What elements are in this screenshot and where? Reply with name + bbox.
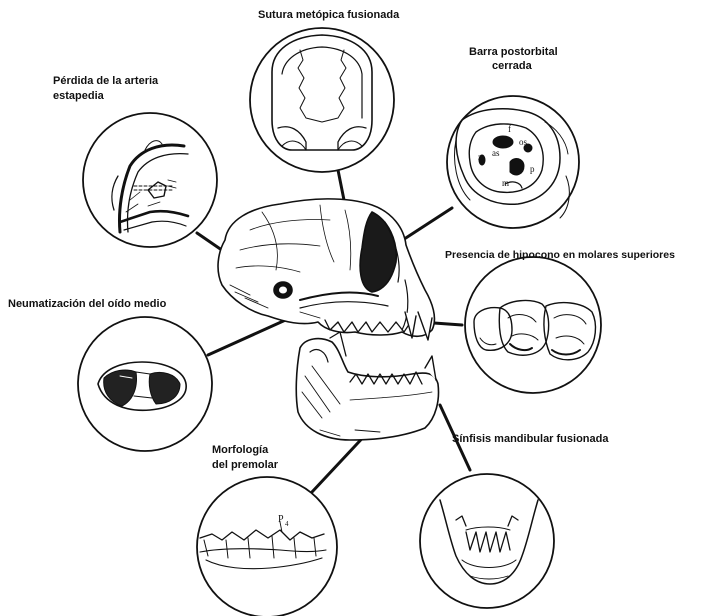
orbit-letter-z: z [478,152,482,162]
mandibular-symphysis-detail [420,474,554,608]
orbit-letter-as: as [492,148,500,158]
orbit-letter-os: os [519,137,528,147]
label-hypocone: Presencia de hipocono en molares superio… [445,249,675,262]
hypocone-molars-detail [465,257,601,393]
label-symphysis: Sínfisis mandibular fusionada [452,433,608,446]
mandible-illustration [296,332,438,440]
premolar-detail [197,477,337,616]
label-premolar-line2: del premolar [212,459,278,472]
metopic-suture-detail [250,28,394,172]
orbit-letter-p: p [530,164,535,174]
label-metopic-suture: Sutura metópica fusionada [258,9,399,22]
postorbital-bar-detail [447,96,579,228]
label-stapedial-line1: Pérdida de la arteria [53,75,158,88]
label-premolar-line1: Morfología [212,444,268,457]
label-stapedial-line2: estapedia [53,90,104,103]
orbit-letter-m: m [502,178,509,188]
premolar-tag-sub: 4 [285,520,289,528]
stapedial-artery-detail [83,113,217,247]
skull-illustration [218,199,434,340]
label-middle-ear: Neumatización del oído medio [8,298,166,311]
orbit-letter-f: f [508,124,511,134]
premolar-tag: P [278,514,284,525]
label-postorbital-bar-line1: Barra postorbital [469,46,558,59]
middle-ear-detail [78,317,212,451]
label-postorbital-bar-line2: cerrada [492,60,532,73]
